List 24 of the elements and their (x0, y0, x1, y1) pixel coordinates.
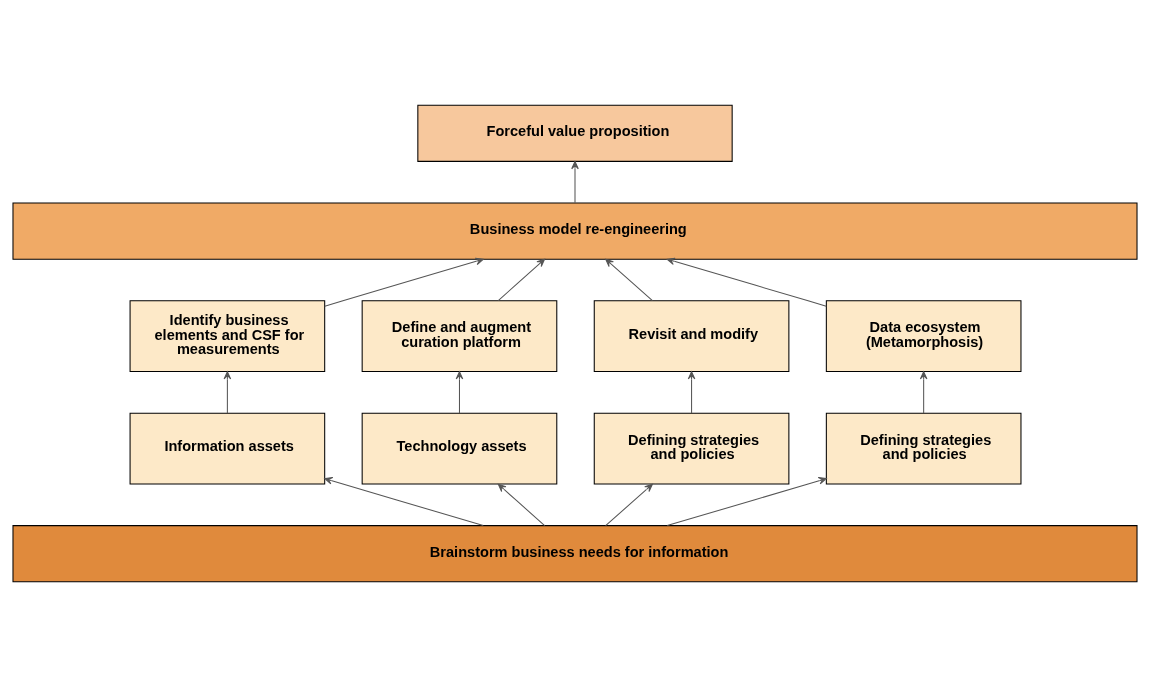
node-box: Define and augment curation platform (361, 299, 558, 372)
arrow (919, 370, 928, 413)
arrow (571, 160, 579, 203)
node-box: Defining strategies and policies (593, 412, 790, 484)
node-box: Revisit and modify (593, 299, 790, 372)
node-box: Information assets (129, 412, 326, 484)
arrow (666, 476, 827, 526)
node-box: Forceful value proposition (417, 104, 733, 162)
node-box: Data ecosystem (Metamorphosis) (825, 299, 1022, 372)
node-box: Defining strategies and policies (825, 412, 1022, 484)
arrow (605, 483, 653, 526)
arrow (223, 370, 232, 413)
node-box: Business model re-engineering (12, 202, 1138, 260)
arrow (605, 258, 653, 301)
node-box: Brainstorm business needs for information (12, 524, 1138, 582)
arrow (455, 370, 464, 413)
arrow (687, 370, 696, 413)
arrow (497, 483, 546, 526)
arrow (324, 257, 484, 307)
node-box: Identify business elements and CSF for measurements (129, 299, 326, 372)
node-box: Technology assets (361, 412, 558, 484)
arrow (324, 476, 484, 526)
arrow (666, 257, 827, 307)
arrow (497, 258, 546, 301)
